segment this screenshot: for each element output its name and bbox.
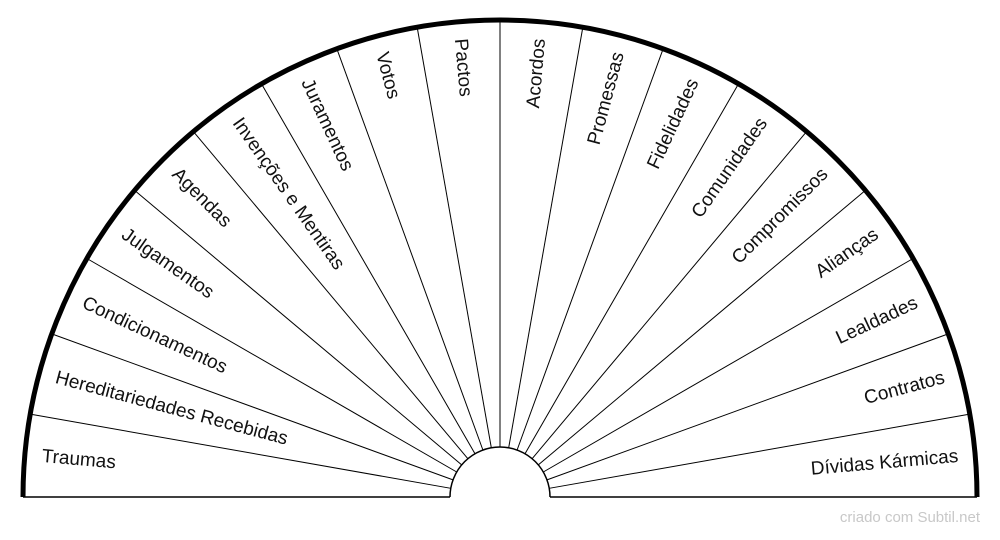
outer-arc [20, 17, 980, 498]
segment-label: Contratos [862, 367, 947, 409]
segment-divider [524, 83, 739, 454]
segment-label: Compromissos [728, 164, 832, 268]
segment-divider [86, 258, 457, 473]
segment-divider [416, 27, 492, 448]
segment-divider [336, 48, 484, 451]
segment-dividers [30, 20, 970, 489]
segment-divider [51, 333, 454, 481]
segment-divider [261, 83, 476, 454]
segment-divider [537, 190, 866, 466]
segment-divider [549, 413, 970, 489]
segment-divider [134, 190, 463, 466]
segment-label: Hereditariedades Recebidas [53, 367, 290, 449]
credit-text: criado com Subtil.net [839, 509, 980, 526]
segment-label: Votos [371, 50, 404, 101]
segment-label: Fidelidades [643, 75, 703, 172]
segment-label: Traumas [41, 446, 117, 473]
segment-divider [543, 258, 914, 473]
segment-divider [546, 333, 949, 481]
segment-label: Julgamentos [117, 224, 217, 303]
segment-label: Condicionamentos [79, 293, 231, 379]
segment-label: Agendas [168, 164, 236, 232]
segment-divider [531, 131, 807, 460]
inner-hub [449, 446, 551, 498]
segment-label: Pactos [450, 38, 476, 98]
segment-label: Promessas [584, 50, 629, 147]
segment-label: Comunidades [688, 114, 772, 222]
segment-label: Acordos [523, 38, 550, 109]
segment-label: Lealdades [833, 293, 921, 349]
segment-divider [516, 48, 664, 451]
segment-divider [508, 27, 584, 448]
segment-divider [193, 131, 469, 460]
segment-label: Alianças [812, 224, 883, 282]
segment-divider [30, 413, 451, 489]
segment-label: Dívidas Kármicas [810, 446, 959, 480]
